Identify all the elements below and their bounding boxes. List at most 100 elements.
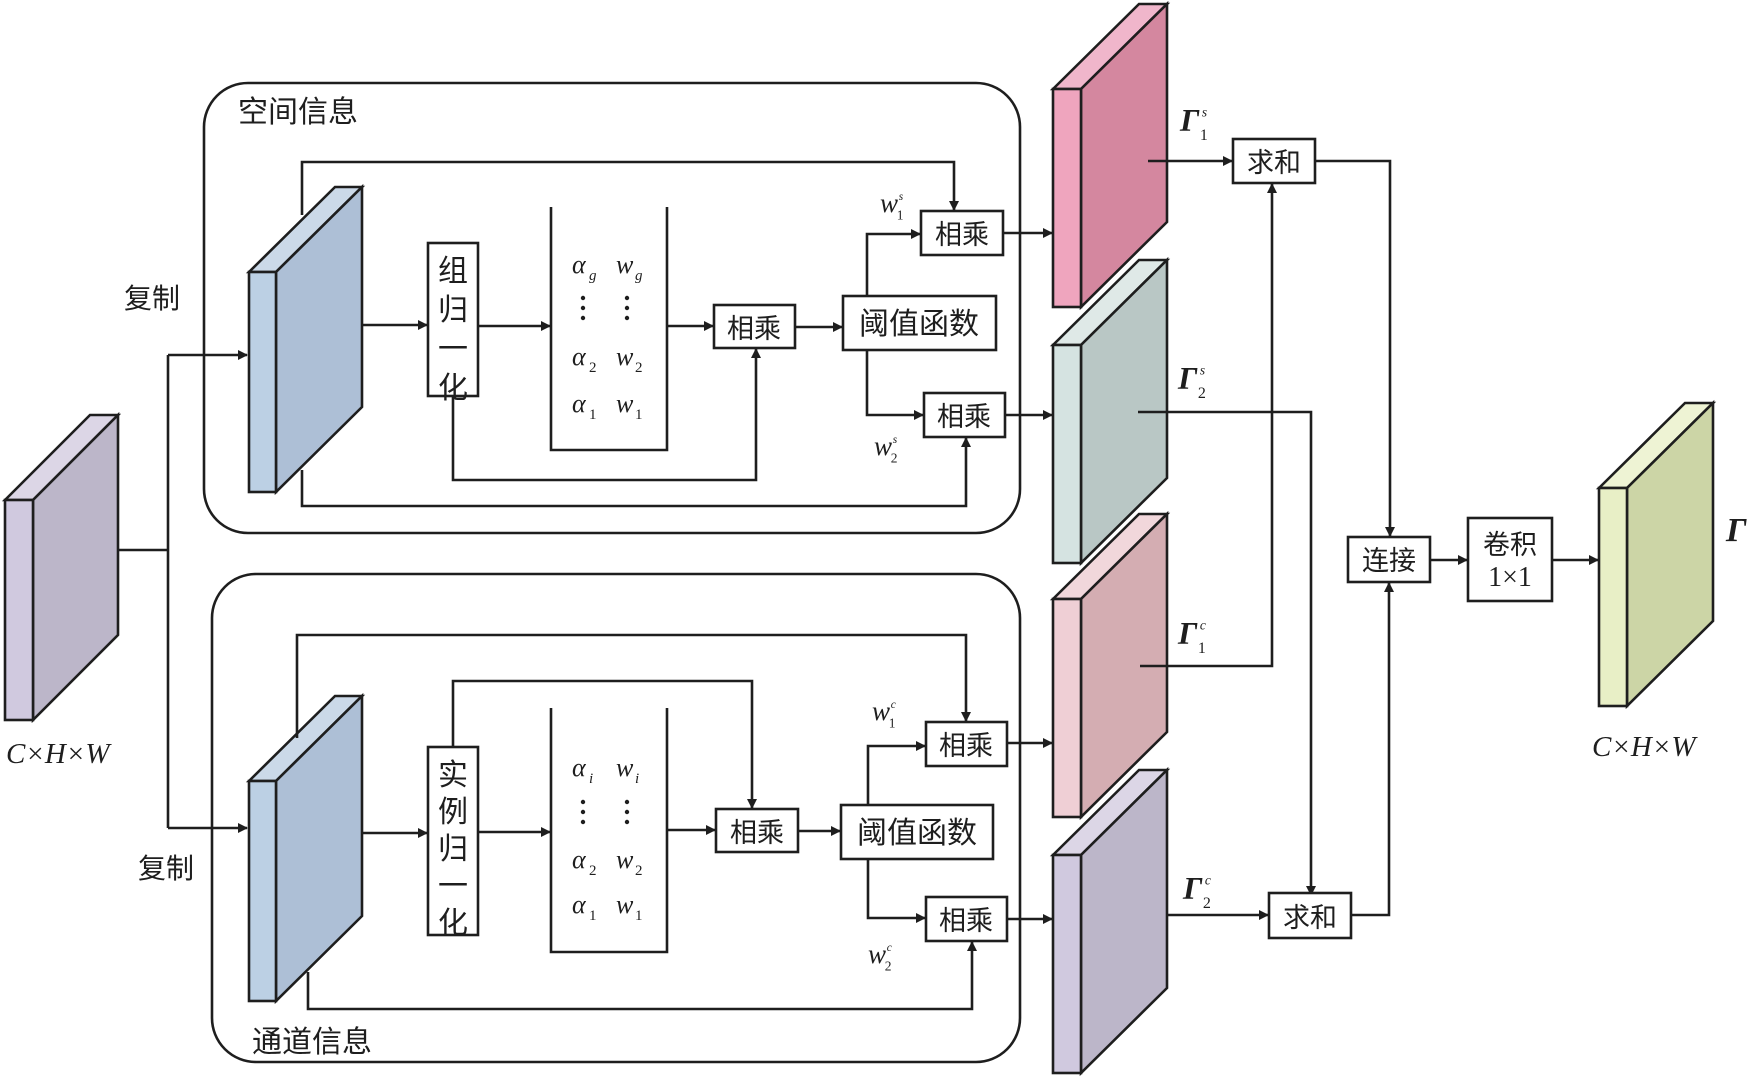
norm-char: 一 [438,869,468,904]
symbol-base: Γ [1177,615,1198,651]
gamma-2-c-feature-map [1049,766,1171,1077]
spatial-feature-map [245,183,366,496]
norm-char: 化 [438,906,468,941]
sum-bottom-label: 求和 [1283,903,1337,934]
w-symbol: w [616,753,634,782]
symbol-subscript: 2 [891,451,898,466]
alpha-subscript: 1 [589,407,597,423]
channel-threshold-box [839,803,995,861]
ellipsis-dot [580,295,586,301]
ellipsis-dot [580,809,586,815]
w-subscript: 1 [635,407,643,423]
copy-label-bottom: 复制 [138,852,194,885]
output-dims-label: C×H×W [1592,731,1698,763]
gamma-1-s-feature-map [1049,0,1171,311]
w-subscript: 2 [635,863,643,879]
input-dims-label: C×H×W [6,738,112,770]
output-feature-map [1595,399,1717,710]
norm-char: 归 [438,293,468,328]
w-symbol: w [616,342,634,371]
output-symbol: Γ [1725,512,1747,549]
ellipsis-dot [624,315,630,321]
channel-info-label: 通道信息 [252,1025,372,1060]
spatial-multiply-top-label: 相乘 [935,220,989,251]
spatial-weights-bracket [549,207,669,452]
weight-row [580,799,630,825]
norm-char: 归 [438,832,468,867]
instance-norm-box [426,745,480,937]
alpha-symbol: α [572,342,587,371]
symbol-superscript: s [899,191,904,203]
spatial-threshold-label: 阈值函数 [859,307,979,342]
symbol-base: w [880,188,898,218]
alpha-subscript: i [589,771,593,787]
input-feature-map-front-face [3,498,35,722]
spatial-info-group [202,81,1022,535]
spatial-feature-map-front-face [247,270,278,494]
alpha-subscript: 2 [589,360,597,376]
alpha-symbol: α [572,890,587,919]
ellipsis-dot [624,305,630,311]
concat-label: 连接 [1362,546,1416,577]
spatial-w1-label: w1 s [880,188,904,223]
symbol-superscript: c [1200,618,1206,633]
sum-top-box [1231,137,1317,185]
alpha-symbol: α [572,845,587,874]
symbol-base: Γ [1179,102,1200,138]
w-subscript: g [635,268,643,284]
gamma-1-c-feature-map-front-face [1051,597,1083,819]
symbol-subscript: 1 [889,716,896,731]
channel-weights-bracket [549,708,669,954]
alpha-subscript: 1 [589,908,597,924]
symbol-subscript: 1 [1198,640,1206,657]
conv-label-line2: 1×1 [1488,562,1532,593]
ellipsis-dot [624,295,630,301]
input-feature-map [1,411,122,724]
channel-feature-map [245,692,366,1005]
alpha-subscript: 2 [589,863,597,879]
norm-char: 一 [438,332,468,367]
w-symbol: w [616,389,634,418]
symbol-superscript: c [1205,873,1211,888]
gamma-1-c-feature-map [1049,510,1171,821]
channel-info-group [210,572,1022,1064]
symbol-subscript: 1 [1200,127,1208,144]
symbol-base: Γ [1177,360,1198,396]
symbol-base: w [874,431,892,461]
alpha-symbol: α [572,753,587,782]
symbol-base: Γ [1182,870,1203,906]
ellipsis-dot [580,305,586,311]
symbol-base: w [872,696,890,726]
spatial-multiply-label: 相乘 [727,314,781,345]
w-symbol: w [616,890,634,919]
channel-multiply-bottom-box [924,895,1009,943]
group-norm-box [426,241,480,398]
spatial-multiply-top-box [919,209,1005,257]
symbol-base: w [868,939,886,969]
norm-char: 例 [438,795,468,830]
w-symbol: w [616,250,634,279]
symbol-superscript: s [893,434,898,446]
norm-char: 实 [438,758,468,793]
ellipsis-dot [580,819,586,825]
w-subscript: 2 [635,360,643,376]
spatial-w2-label: w2 s [874,431,898,466]
gamma-2-s-feature-map [1049,256,1171,567]
symbol-superscript: s [1200,363,1205,378]
channel-feature-map-front-face [247,779,278,1003]
alpha-symbol: α [572,389,587,418]
fusion-stage: 求和 求和 连接 卷积 1×1 [1138,137,1599,940]
alpha-symbol: α [572,250,587,279]
symbol-subscript: 1 [897,208,904,223]
ellipsis-dot [624,799,630,805]
